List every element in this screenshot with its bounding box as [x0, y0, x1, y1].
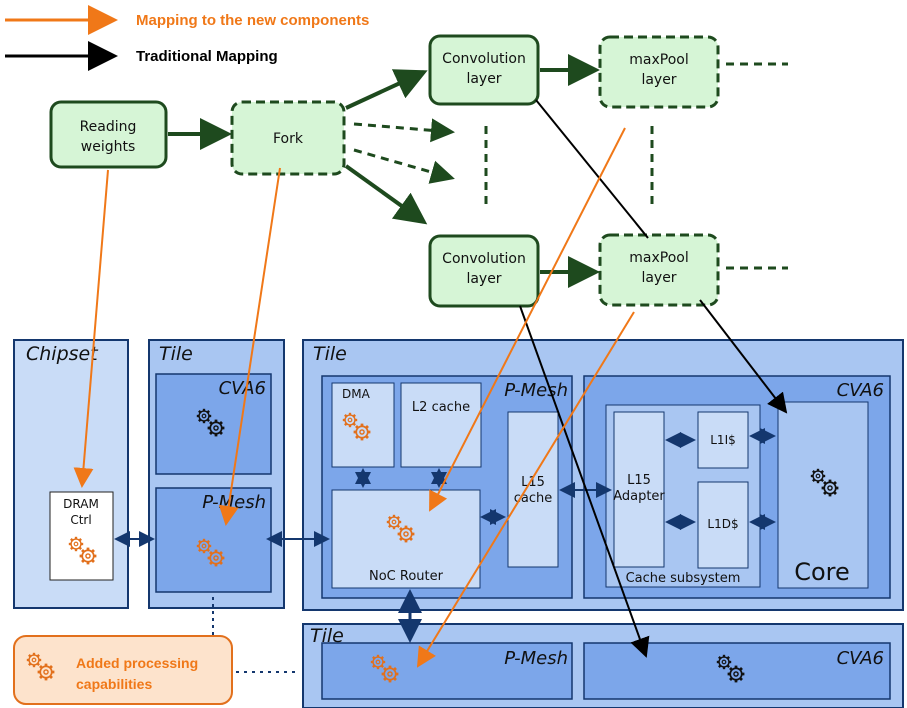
map-conv-bottom-to-bottom-cva6: [519, 305, 650, 658]
l2-cache-label: L2 cache: [412, 400, 470, 415]
tile-small: Tile CVA6 P-Mesh: [148, 339, 285, 609]
noc-router-label: NoC Router: [369, 569, 444, 584]
added-capabilities-note: Added processing capabilities: [13, 635, 233, 705]
l1i-box: [697, 411, 749, 469]
node-conv-top: Convolution layer: [428, 34, 540, 106]
dataflow-edges: [168, 54, 600, 288]
legend: Mapping to the new components Traditiona…: [5, 5, 369, 71]
tile-big: Tile P-Mesh DMA L2 cache L15 cache NoC R…: [302, 339, 904, 611]
pmesh-region-label: P-Mesh: [504, 380, 568, 401]
maxpool-top-label-line1: maxPool: [629, 52, 688, 68]
l1d-box: [697, 481, 749, 569]
node-maxpool-bottom: maxPool layer: [598, 233, 720, 307]
dram-ctrl: [49, 491, 114, 581]
note-label-line2: capabilities: [76, 676, 152, 692]
bottom-pmesh-label: P-Mesh: [504, 648, 568, 669]
dram-label-line1: DRAM: [63, 497, 99, 511]
l1d-label: L1D$: [707, 517, 738, 531]
traditional-mapping-arrows: [519, 99, 788, 658]
chipset-title: Chipset: [26, 343, 99, 365]
new-mapping-arrows: [73, 127, 635, 668]
map-maxpool-bottom-to-bottom-pmesh: [416, 311, 635, 668]
l15-adapter-label-line2: Adapter: [613, 489, 665, 504]
core-box: [777, 401, 869, 589]
tile-big-title: Tile: [313, 343, 347, 365]
l1i-label: L1I$: [710, 433, 736, 447]
tile-small-cva6: [155, 373, 272, 475]
cache-subsystem-label: Cache subsystem: [626, 571, 741, 586]
tile-bottom-title: Tile: [310, 625, 344, 647]
legend-orange-label: Mapping to the new components: [136, 12, 369, 29]
fork-label: Fork: [273, 131, 304, 147]
l15-cache-box: [507, 411, 559, 568]
maxpool-bottom-label-line1: maxPool: [629, 250, 688, 266]
map-maxpool-top-to-noc: [429, 127, 626, 512]
l15-adapter-label-line1: L15: [627, 473, 651, 488]
reading-label-line1: Reading: [80, 119, 137, 135]
legend-black-label: Traditional Mapping: [136, 48, 278, 65]
cva6-region-label: CVA6: [837, 380, 884, 401]
tile-small-title: Tile: [159, 343, 193, 365]
core-label: Core: [794, 558, 850, 586]
tile-small-cva6-label: CVA6: [219, 378, 266, 399]
chipset-block: Chipset DRAM Ctrl: [13, 339, 129, 609]
conv-top-label-line1: Convolution: [442, 51, 526, 67]
tile-bottom: Tile P-Mesh CVA6: [302, 623, 904, 708]
map-reading-to-dram: [73, 169, 109, 488]
maxpool-top-label-line2: layer: [641, 72, 676, 88]
dataflow-dashed: [353, 62, 788, 270]
node-conv-bottom: Convolution layer: [428, 234, 540, 308]
reading-label-line2: weights: [81, 139, 136, 155]
node-maxpool-top: maxPool layer: [598, 35, 720, 109]
bottom-cva6-label: CVA6: [837, 648, 884, 669]
node-fork: Fork: [230, 100, 346, 176]
map-conv-top-to-tile: [535, 99, 649, 239]
conv-bottom-label-line2: layer: [466, 271, 501, 287]
node-reading-weights: Reading weights: [49, 100, 168, 169]
l2-cache-box: [400, 382, 482, 468]
maxpool-bottom-label-line2: layer: [641, 270, 676, 286]
map-maxpool-to-core: [699, 299, 788, 414]
conv-bottom-label-line1: Convolution: [442, 251, 526, 267]
note-label-line1: Added processing: [76, 655, 198, 671]
hw-links: [114, 428, 776, 673]
l15-adapter-box: [613, 411, 665, 568]
bottom-pmesh: [321, 642, 573, 700]
map-fork-to-pmesh: [218, 167, 281, 526]
dma-label: DMA: [342, 387, 371, 401]
tile-small-pmesh-label: P-Mesh: [202, 492, 266, 513]
dram-label-line2: Ctrl: [70, 513, 91, 527]
conv-top-label-line2: layer: [466, 71, 501, 87]
